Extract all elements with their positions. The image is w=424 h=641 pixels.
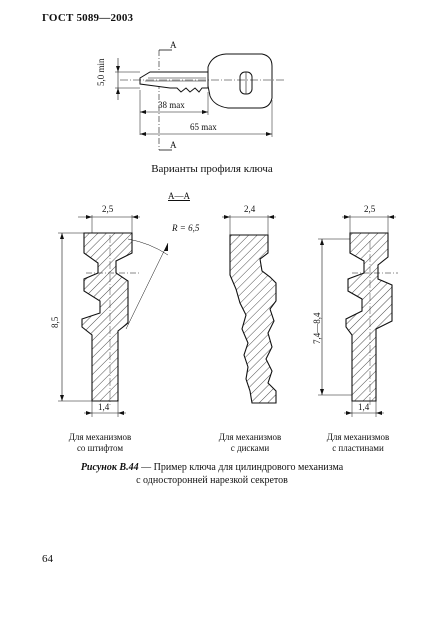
plate-width-top: 2,5	[364, 204, 376, 214]
caption-pin-line1: Для механизмов	[68, 432, 132, 442]
caption-plate-line2: с пластинами	[332, 443, 384, 453]
key-drawing	[115, 49, 284, 151]
caption-plate: Для механизмов с пластинами	[318, 432, 398, 454]
disc-width-top: 2,4	[244, 204, 256, 214]
profile-pin-shape	[58, 215, 169, 417]
profiles-drawing	[58, 215, 398, 417]
pin-height: 8,5	[50, 316, 60, 328]
section-mark-top: А	[170, 40, 177, 50]
profile-disc-shape	[222, 215, 277, 404]
dim-total-label: 65 max	[190, 122, 217, 132]
dim-blade-label: 38 max	[158, 100, 185, 110]
figure-label: Рисунок В.44	[80, 462, 139, 473]
section-mark-bottom: А	[170, 140, 177, 150]
figure-caption: Рисунок В.44 — Пример ключа для цилиндро…	[0, 461, 424, 487]
profile-plate-shape	[318, 215, 398, 417]
page-number: 64	[42, 553, 53, 565]
document-header: ГОСТ 5089—2003	[42, 12, 134, 24]
plate-width-bottom: 1,4	[358, 402, 370, 412]
caption-disc: Для механизмов с дисками	[210, 432, 290, 454]
caption-pin-line2: со штифтом	[76, 443, 124, 453]
plate-height: 7,4—8,4	[312, 312, 322, 345]
section-label: А—А	[168, 191, 190, 201]
caption-pin: Для механизмов со штифтом	[60, 432, 140, 454]
pin-width-top: 2,5	[102, 204, 114, 214]
pin-radius: R = 6,5	[172, 223, 200, 233]
caption-plate-line1: Для механизмов	[326, 432, 390, 442]
caption-disc-line2: с дисками	[230, 443, 270, 453]
pin-width-bottom: 1,4	[98, 402, 110, 412]
dim-height-label: 5,0 min	[96, 58, 106, 86]
figure-text: — Пример ключа для цилиндрового механизм…	[138, 462, 344, 473]
profiles-title: Варианты профиля ключа	[151, 163, 273, 175]
caption-disc-line1: Для механизмов	[218, 432, 282, 442]
figure-text-line2: с односторонней нарезкой секретов	[136, 475, 288, 486]
